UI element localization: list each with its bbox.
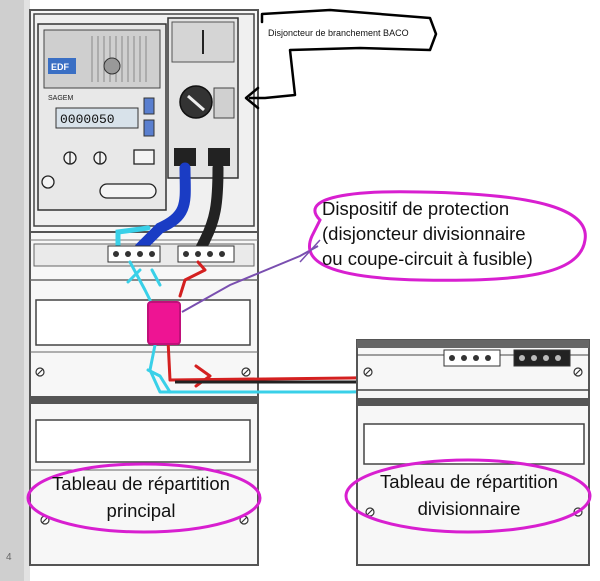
meter-button-bottom (143, 119, 155, 137)
main-panel-label-outline (26, 462, 262, 534)
div-panel-label-line-2: divisionnaire (417, 498, 521, 519)
main-panel-slot-1 (35, 299, 251, 346)
neutral-terminal-block (107, 245, 161, 263)
edf-logo (48, 58, 76, 74)
supply-cables (115, 162, 224, 256)
electricity-meter: EDF SAGEM 0000050 (37, 23, 167, 211)
meter-button-top (143, 97, 155, 115)
highlight-marks (26, 190, 592, 534)
protection-label-line-1: Dispositif de protection (322, 198, 510, 219)
protection-label-line-3: ou coupe-circuit à fusible) (322, 248, 533, 269)
protection-device (147, 301, 181, 345)
phase-terminal-block (177, 245, 235, 263)
page-number: 4 (6, 552, 12, 563)
protection-label-line-2: (disjoncteur divisionnaire (322, 223, 526, 244)
main-panel-slot-2 (35, 419, 251, 463)
baco-label: Disjoncteur de branchement BACO (268, 28, 409, 38)
meter-seal-icon (103, 57, 121, 75)
main-panel-label-line-2: principal (106, 500, 176, 521)
div-panel-label-line-1: Tableau de répartition (380, 471, 558, 492)
div-panel-slot (363, 423, 585, 465)
div-panel-label: Tableau de répartition divisionnaire (355, 468, 583, 522)
div-phase-terminal-block (513, 349, 571, 367)
baco-callout (244, 8, 438, 110)
baco-breaker (167, 17, 239, 179)
main-panel-label-line-1: Tableau de répartition (52, 473, 230, 494)
meter-display (55, 107, 139, 129)
edf-logo-text: EDF (51, 62, 70, 72)
main-panel-label: Tableau de répartition principal (30, 470, 252, 524)
div-panel-label-outline (344, 458, 592, 534)
left-page-edge (0, 0, 24, 581)
meter-display-value: 0000050 (60, 112, 115, 127)
protection-label: Dispositif de protection (disjoncteur di… (322, 196, 597, 271)
divisional-panel (356, 339, 590, 566)
meter-maker: SAGEM (48, 95, 73, 102)
div-neutral-terminal-block (443, 349, 501, 367)
